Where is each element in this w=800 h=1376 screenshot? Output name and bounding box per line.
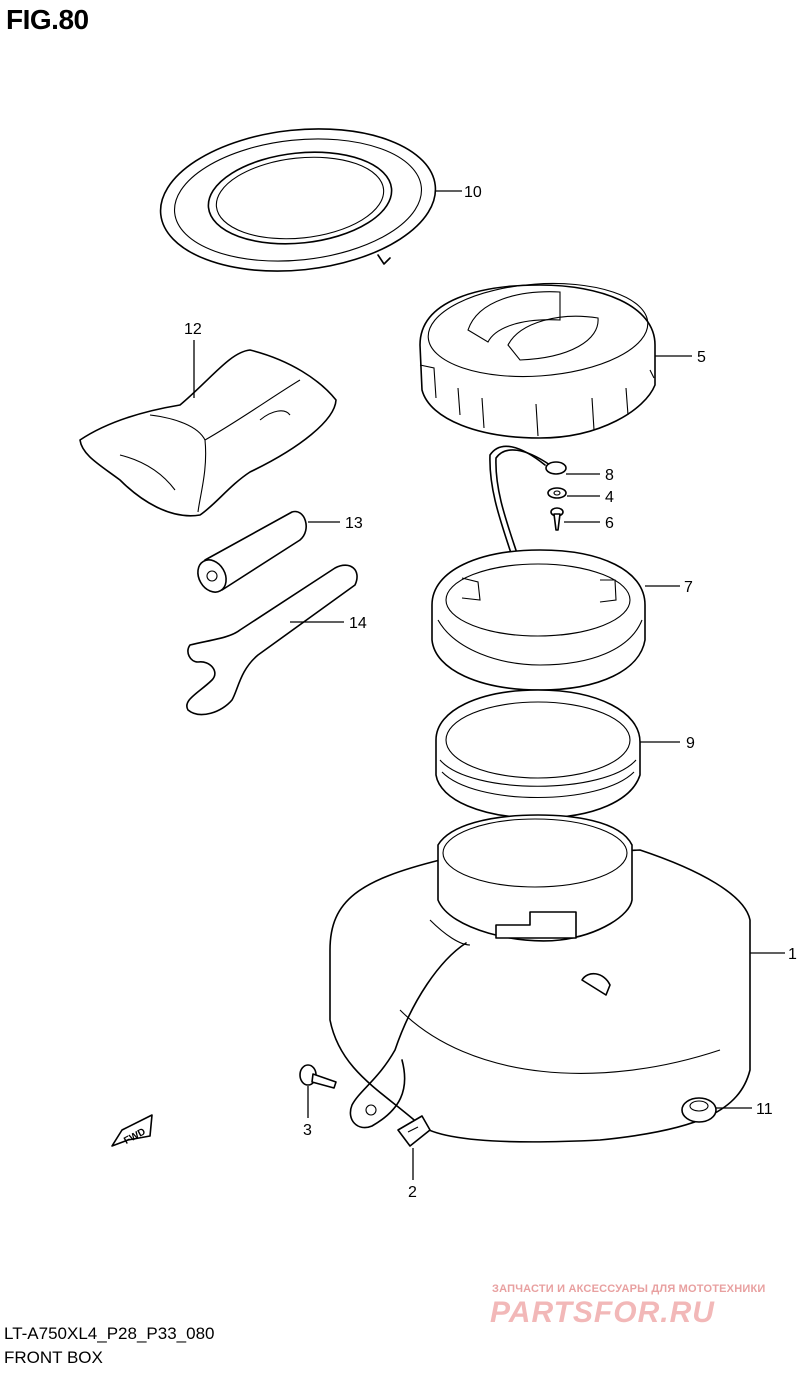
- part-13-cylinder: [197, 510, 307, 593]
- part-3-screw: [299, 1064, 337, 1089]
- callout-10: 10: [464, 184, 482, 201]
- part-6-screw: [550, 507, 564, 531]
- figure-title: FIG.80: [6, 4, 89, 35]
- callout-6: 6: [605, 515, 614, 532]
- watermark-logo: PARTSFOR.RU: [490, 1296, 715, 1329]
- callout-3: 3: [303, 1122, 312, 1139]
- watermark-tagline: ЗАПЧАСТИ И АКСЕССУАРЫ ДЛЯ МОТОТЕХНИКИ: [492, 1283, 766, 1295]
- callout-2: 2: [408, 1184, 417, 1201]
- callout-9: 9: [686, 735, 695, 752]
- callout-7: 7: [684, 579, 693, 596]
- callout-1: 1: [788, 946, 797, 963]
- fwd-direction-arrow: FWD: [111, 1114, 153, 1147]
- drawing-code: LT-A750XL4_P28_P33_080: [4, 1324, 215, 1343]
- part-5-box-cap: [419, 282, 656, 439]
- leader-lines: [193, 190, 785, 1180]
- callout-numbers: 10 12 5 8 4 6 13 7 14 9 1 11 3 2: [184, 184, 797, 1201]
- part-4-washer: [547, 487, 567, 499]
- part-11-grommet: [681, 1097, 717, 1123]
- figure-caption: FRONT BOX: [4, 1348, 103, 1367]
- callout-14: 14: [349, 615, 367, 632]
- part-12-tool-bag: [79, 349, 337, 517]
- part-10-lid-ring: [159, 128, 437, 272]
- part-1-front-box: [329, 814, 751, 1143]
- callout-12: 12: [184, 321, 202, 338]
- part-2-clip: [397, 1115, 431, 1147]
- part-7-lock-ring: [431, 549, 646, 691]
- callout-13: 13: [345, 515, 363, 532]
- callout-4: 4: [605, 489, 614, 506]
- part-14-spanner-wrench: [186, 564, 358, 716]
- part-9-threaded-ring: [435, 689, 641, 819]
- callout-5: 5: [697, 349, 706, 366]
- callout-11: 11: [756, 1101, 773, 1118]
- callout-8: 8: [605, 467, 614, 484]
